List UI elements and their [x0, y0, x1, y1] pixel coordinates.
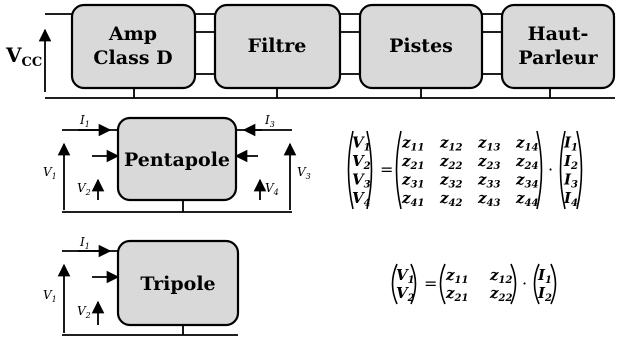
z-matrix-entry: z14	[515, 134, 538, 154]
z-matrix-entry: z43	[477, 189, 500, 209]
v-vector-right-paren	[366, 130, 373, 210]
z-matrix-right-paren	[510, 263, 517, 305]
i-vector-right-paren	[576, 130, 583, 210]
top-chain: Amp Class D Filtre Pistes Haut- Parleur …	[5, 3, 616, 99]
dot-operator: ·	[522, 274, 527, 293]
v-vector-right-paren	[410, 263, 417, 305]
equals-sign: =	[380, 160, 393, 179]
z-matrix-entry: z11	[401, 134, 424, 154]
z-matrix-entry: z22	[439, 152, 462, 172]
vcc-label: VCC	[5, 43, 42, 70]
amp-label-2: Class D	[93, 47, 172, 69]
i-vector-left-paren	[559, 130, 566, 210]
v-vector-entry: V2	[396, 284, 415, 304]
haut-parleur-block	[500, 3, 616, 90]
v-vector-entry: V1	[396, 266, 415, 286]
v3-label: V3	[297, 165, 311, 181]
tripole-block	[116, 239, 240, 327]
z-matrix-entry: z31	[401, 171, 424, 191]
z-matrix-entry: z32	[439, 171, 462, 191]
v-vector-entry: V4	[352, 189, 371, 209]
v-vector-entry: V2	[352, 152, 371, 172]
v1-label: V1	[43, 288, 57, 304]
i-vector-right-paren	[550, 263, 557, 305]
v2-label: V2	[77, 304, 91, 320]
haut-label-1: Haut-	[528, 23, 589, 45]
amp-block	[70, 3, 197, 90]
i-vector-entry: I2	[537, 284, 552, 304]
v2-label: V2	[77, 181, 91, 197]
z-matrix-left-paren	[395, 130, 402, 210]
v4-label: V4	[265, 181, 279, 197]
pentapole-title: Pentapole	[124, 149, 230, 171]
i3-label: I3	[264, 113, 275, 129]
z-matrix-left-paren	[439, 263, 446, 305]
i1-label: I1	[79, 235, 90, 251]
z-matrix-entry: z44	[515, 189, 538, 209]
i-vector-entry: I1	[537, 266, 552, 286]
z-matrix-entry: z13	[477, 134, 500, 154]
tripole-title: Tripole	[140, 273, 215, 295]
z-matrix-entry: z22	[489, 284, 512, 304]
v-vector-entry: V3	[352, 171, 371, 191]
equals-sign: =	[424, 274, 437, 293]
z-matrix-entry: z41	[401, 189, 424, 209]
z-matrix-entry: z33	[477, 171, 500, 191]
pentapole: Pentapole I1 I3 V1 V2 V4 V3	[43, 113, 311, 213]
i-vector-entry: I3	[563, 171, 578, 191]
filtre-label: Filtre	[248, 35, 307, 57]
v-vector-left-paren	[347, 130, 354, 210]
pistes-block	[358, 3, 484, 90]
tripole: Tripole I1 V1 V2	[43, 235, 240, 336]
pistes-label: Pistes	[389, 35, 453, 57]
i-vector-entry: I2	[563, 152, 578, 172]
i-vector-left-paren	[533, 263, 540, 305]
i1-label: I1	[79, 113, 90, 129]
v-vector-entry: V1	[352, 134, 371, 154]
z-matrix-entry: z21	[445, 284, 468, 304]
amp-label-1: Amp	[108, 23, 157, 45]
v1-label: V1	[43, 165, 57, 181]
z-matrix-right-paren	[536, 130, 543, 210]
z-matrix-entry: z24	[515, 152, 538, 172]
z-matrix-entry: z42	[439, 189, 462, 209]
z-matrix-entry: z21	[401, 152, 424, 172]
z-matrix-entry: z11	[445, 266, 468, 286]
v-vector-left-paren	[391, 263, 398, 305]
z-matrix-entry: z12	[489, 266, 512, 286]
haut-label-2: Parleur	[518, 47, 598, 69]
filtre-block	[213, 3, 342, 90]
i-vector-entry: I1	[563, 134, 578, 154]
dot-operator: ·	[548, 160, 553, 179]
z-matrix-entry: z12	[439, 134, 462, 154]
i-vector-entry: I4	[563, 189, 578, 209]
z-matrix-entry: z34	[515, 171, 538, 191]
pentapole-block	[116, 116, 238, 202]
z-matrix-entry: z23	[477, 152, 500, 172]
